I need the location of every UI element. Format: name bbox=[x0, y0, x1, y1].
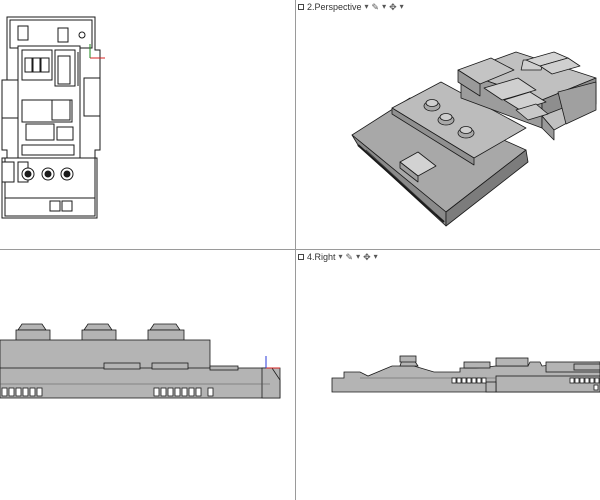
maximize-viewport-icon[interactable] bbox=[298, 4, 304, 10]
perspective-view-model bbox=[351, 51, 597, 227]
viewport-right-label[interactable]: 4.Right ▾ ✎ ▾ ✥ ▾ bbox=[298, 251, 378, 263]
chevron-down-icon[interactable]: ▾ bbox=[399, 2, 404, 11]
viewport-perspective-title[interactable]: 2.Perspective bbox=[307, 2, 362, 12]
chevron-down-icon[interactable]: ▾ bbox=[364, 2, 369, 11]
viewport-divider-horizontal[interactable] bbox=[0, 249, 600, 250]
shade-mode-icon[interactable]: ✎ bbox=[345, 251, 354, 262]
viewport-perspective[interactable]: 2.Perspective ▾ ✎ ▾ ✥ ▾ bbox=[296, 0, 600, 249]
chevron-down-icon[interactable]: ▾ bbox=[356, 252, 361, 261]
view-settings-icon[interactable]: ✥ bbox=[389, 1, 397, 12]
right-view-model bbox=[331, 355, 600, 393]
viewport-right[interactable]: 4.Right ▾ ✎ ▾ ✥ ▾ bbox=[296, 250, 600, 500]
viewport-perspective-label[interactable]: 2.Perspective ▾ ✎ ▾ ✥ ▾ bbox=[298, 1, 404, 13]
top-view-model bbox=[1, 16, 105, 219]
viewport-right-title[interactable]: 4.Right bbox=[307, 252, 336, 262]
view-settings-icon[interactable]: ✥ bbox=[363, 251, 371, 262]
chevron-down-icon[interactable]: ▾ bbox=[382, 2, 387, 11]
chevron-down-icon[interactable]: ▾ bbox=[373, 252, 378, 261]
viewport-top[interactable] bbox=[0, 0, 295, 249]
shade-mode-icon[interactable]: ✎ bbox=[371, 1, 380, 12]
chevron-down-icon[interactable]: ▾ bbox=[338, 252, 343, 261]
front-view-model bbox=[0, 323, 281, 399]
viewport-divider-vertical[interactable] bbox=[295, 0, 296, 500]
viewport-front[interactable] bbox=[0, 250, 295, 500]
maximize-viewport-icon[interactable] bbox=[298, 254, 304, 260]
